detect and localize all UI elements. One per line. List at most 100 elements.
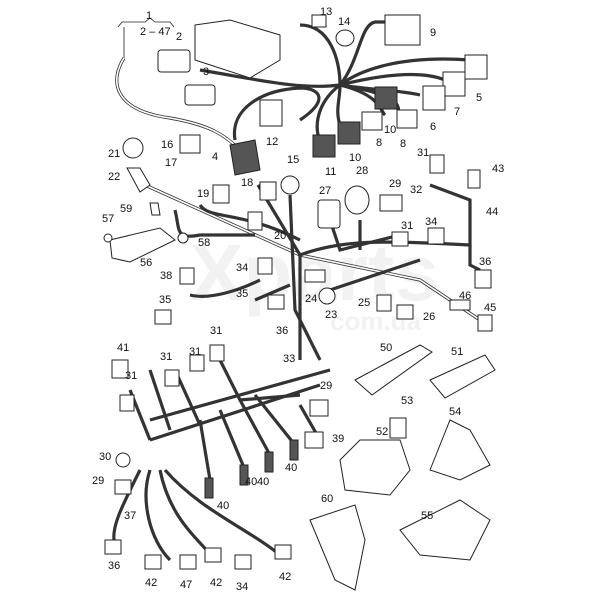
relay-10b bbox=[337, 121, 361, 145]
callout-40: 40 bbox=[217, 500, 229, 512]
connector-4 bbox=[229, 139, 261, 176]
callout-17: 17 bbox=[165, 157, 177, 169]
relay-11 bbox=[312, 134, 336, 158]
callout-35: 35 bbox=[236, 288, 248, 300]
callout-22: 22 bbox=[108, 171, 120, 183]
callout-53: 53 bbox=[401, 395, 413, 407]
plug-40d bbox=[289, 439, 299, 461]
grommet-15 bbox=[280, 175, 300, 195]
bracket-56 bbox=[109, 227, 176, 263]
callout-36: 36 bbox=[479, 256, 491, 268]
relay-8b bbox=[396, 109, 418, 129]
relay-5 bbox=[464, 54, 488, 80]
bracket-50 bbox=[354, 344, 433, 396]
relay-8a bbox=[361, 111, 383, 131]
callout-3: 3 bbox=[203, 66, 209, 78]
connector-36a bbox=[267, 294, 285, 310]
sensor-30 bbox=[115, 452, 131, 468]
callout-15: 15 bbox=[287, 154, 299, 166]
clip-53 bbox=[389, 417, 407, 439]
callout-13: 13 bbox=[320, 6, 332, 18]
plug-40b bbox=[239, 464, 249, 486]
callout-25: 25 bbox=[358, 297, 370, 309]
callout-35: 35 bbox=[159, 294, 171, 306]
callout-21: 21 bbox=[108, 148, 120, 160]
connector-9 bbox=[384, 14, 421, 46]
callout-31: 31 bbox=[189, 346, 201, 358]
connector-31c bbox=[164, 369, 180, 387]
connector-31a bbox=[391, 231, 409, 247]
callout-38: 38 bbox=[160, 270, 172, 282]
callout-43: 43 bbox=[492, 163, 504, 175]
callout-47: 47 bbox=[180, 579, 192, 591]
fuse-13 bbox=[311, 14, 327, 28]
relay-6 bbox=[422, 85, 446, 111]
connector-21 bbox=[122, 137, 144, 159]
connector-36c bbox=[104, 539, 122, 555]
connector-23 bbox=[318, 287, 336, 305]
callout-51: 51 bbox=[451, 346, 463, 358]
connector-31e bbox=[209, 344, 225, 362]
connector-2 bbox=[157, 49, 191, 73]
connector-34c bbox=[234, 554, 252, 570]
callout-31: 31 bbox=[210, 325, 222, 337]
callout-57: 57 bbox=[102, 213, 114, 225]
connector-35 bbox=[154, 309, 172, 325]
callout-26: 26 bbox=[423, 311, 435, 323]
callout-42: 42 bbox=[279, 571, 291, 583]
callout-44: 44 bbox=[486, 206, 498, 218]
callout-18: 18 bbox=[241, 177, 253, 189]
callout-2: 2 bbox=[176, 31, 182, 43]
components bbox=[103, 14, 496, 591]
callout-34: 34 bbox=[236, 581, 248, 593]
connector-25 bbox=[376, 294, 392, 312]
callout-58: 58 bbox=[198, 237, 210, 249]
callout-46: 46 bbox=[459, 290, 471, 302]
callout-28: 28 bbox=[356, 165, 368, 177]
callout-50: 50 bbox=[380, 342, 392, 354]
callout-56: 56 bbox=[140, 257, 152, 269]
connector-41 bbox=[111, 359, 129, 379]
plug-40a bbox=[204, 477, 214, 499]
connector-31d bbox=[189, 354, 205, 372]
callout-7: 7 bbox=[454, 106, 460, 118]
bolt-59 bbox=[149, 202, 161, 216]
connector-39 bbox=[304, 431, 324, 449]
holder-52 bbox=[339, 439, 411, 496]
callout-42: 42 bbox=[210, 577, 222, 589]
callout-29: 29 bbox=[320, 380, 332, 392]
connector-47 bbox=[179, 554, 197, 570]
callout-8: 8 bbox=[376, 137, 382, 149]
callout-5: 5 bbox=[476, 92, 482, 104]
connector-38 bbox=[179, 267, 195, 285]
callout-14: 14 bbox=[338, 16, 350, 28]
connector-42b bbox=[204, 547, 222, 563]
callout-34: 34 bbox=[236, 262, 248, 274]
callout-40: 40 bbox=[245, 476, 257, 488]
connector-29 bbox=[379, 194, 403, 212]
callout-52: 52 bbox=[376, 426, 388, 438]
callout-10: 10 bbox=[384, 124, 396, 136]
connector-34a bbox=[257, 257, 273, 275]
control-unit bbox=[194, 19, 281, 79]
connector-27 bbox=[317, 199, 341, 229]
connector-29c bbox=[309, 399, 329, 417]
relay-10a bbox=[374, 86, 398, 110]
bracket-54 bbox=[429, 419, 491, 481]
sensor-28 bbox=[344, 185, 370, 215]
callout-39: 39 bbox=[332, 433, 344, 445]
callout-range: 2 – 47 bbox=[140, 26, 171, 38]
connector-3 bbox=[184, 84, 216, 106]
connector-29b bbox=[114, 479, 132, 495]
connector-31f bbox=[119, 394, 135, 412]
elbow-22 bbox=[126, 167, 151, 193]
bracket-55 bbox=[399, 499, 491, 561]
connector-45 bbox=[477, 314, 493, 332]
callout-59: 59 bbox=[120, 203, 132, 215]
relay-7 bbox=[442, 71, 466, 97]
callout-19: 19 bbox=[197, 188, 209, 200]
connector-16 bbox=[179, 134, 201, 154]
connector-31b bbox=[429, 154, 445, 174]
